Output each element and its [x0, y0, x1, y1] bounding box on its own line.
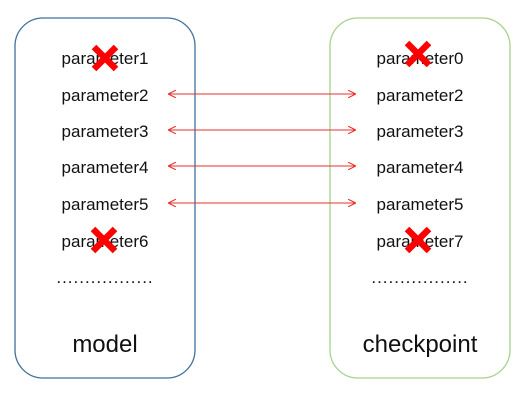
model-param-4: parameter4 [62, 158, 149, 177]
model-param-2: parameter2 [62, 86, 149, 105]
parameter-links [169, 94, 355, 203]
checkpoint-parameter-list: parameter0 parameter2 parameter3 paramet… [363, 49, 478, 358]
checkpoint-ellipsis: ................. [371, 268, 468, 287]
model-parameter-list: parameter1 parameter2 parameter3 paramet… [56, 49, 153, 358]
checkpoint-param-2: parameter2 [377, 86, 464, 105]
model-ellipsis: ................. [56, 268, 153, 287]
checkpoint-param-3: parameter3 [377, 122, 464, 141]
checkpoint-param-5: parameter5 [377, 195, 464, 214]
cross-mark-icon [91, 44, 119, 72]
cross-mark-icon [404, 40, 432, 68]
checkpoint-param-4: parameter4 [377, 158, 464, 177]
cross-mark-icon [404, 226, 432, 254]
cross-mark-icon [90, 226, 118, 254]
model-label: model [72, 331, 137, 358]
unmatched-markers [90, 40, 432, 254]
checkpoint-box [329, 17, 511, 379]
model-param-3: parameter3 [62, 122, 149, 141]
model-param-5: parameter5 [62, 195, 149, 214]
model-box [14, 17, 196, 379]
checkpoint-label: checkpoint [363, 331, 478, 358]
